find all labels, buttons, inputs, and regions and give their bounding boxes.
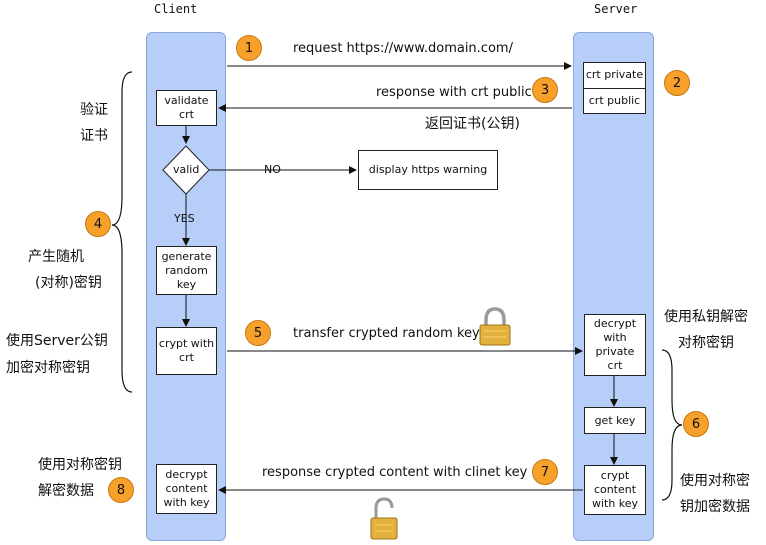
valid-label: valid: [173, 163, 200, 176]
crt-public-cell: crt public: [588, 93, 641, 107]
step-badge-5: 5: [245, 320, 271, 346]
server-lane-title: Server: [594, 2, 638, 16]
note-random-line1: 产生随机: [28, 249, 84, 265]
validate-crt-box: validate crt: [156, 90, 217, 126]
step-badge-7: 7: [532, 459, 558, 485]
return-cert-note: 返回证书(公钥): [425, 116, 520, 132]
note-pubkey-line1: 使用Server公钥: [6, 333, 108, 349]
crt-private-cell: crt private: [584, 63, 645, 89]
step-badge-4: 4: [85, 211, 111, 237]
note-sym-decrypt-line1: 使用对称密钥: [38, 457, 122, 473]
https-warning-box: display https warning: [358, 150, 498, 190]
yes-label: YES: [174, 212, 195, 225]
response-crt-message: response with crt public: [376, 85, 532, 100]
transfer-key-message: transfer crypted random key: [293, 326, 480, 341]
server-brace: [661, 349, 683, 501]
step-badge-6: 6: [683, 411, 709, 437]
no-label: NO: [264, 163, 281, 176]
valid-diamond: [162, 145, 210, 195]
crypt-content-box: crypt content with key: [584, 465, 646, 515]
decrypt-with-private-box: decrypt with private crt: [584, 314, 646, 376]
note-pubkey-line2: 加密对称密钥: [6, 360, 90, 376]
step-badge-8: 8: [108, 477, 134, 503]
note-verify-line1: 验证: [80, 102, 108, 118]
note-private-decrypt-line2: 对称密钥: [678, 335, 734, 351]
step-badge-3: 3: [532, 77, 558, 103]
lock-open-icon: [370, 497, 398, 540]
response-content-message: response crypted content with clinet key: [262, 465, 528, 480]
note-sym-decrypt-line2: 解密数据: [38, 483, 94, 499]
client-lane-title: Client: [154, 2, 198, 16]
get-key-box: get key: [584, 407, 646, 434]
step-badge-2: 2: [664, 70, 690, 96]
client-brace: [111, 71, 133, 393]
crt-key-pair-box: crt private crt public: [583, 62, 646, 114]
note-private-decrypt-line1: 使用私钥解密: [664, 309, 748, 325]
decrypt-content-box: decrypt content with key: [156, 464, 217, 514]
request-message: request https://www.domain.com/: [293, 41, 513, 56]
crypt-with-crt-box: crypt with crt: [156, 327, 217, 375]
lock-closed-icon: [479, 307, 511, 346]
step-badge-1: 1: [236, 35, 262, 61]
note-verify-line2: 证书: [80, 128, 108, 144]
note-sym-encrypt-line2: 钥加密数据: [680, 499, 750, 515]
note-random-line2: (对称)密钥: [35, 275, 102, 291]
generate-random-key-box: generate random key: [156, 246, 217, 295]
note-sym-encrypt-line1: 使用对称密: [680, 473, 750, 489]
